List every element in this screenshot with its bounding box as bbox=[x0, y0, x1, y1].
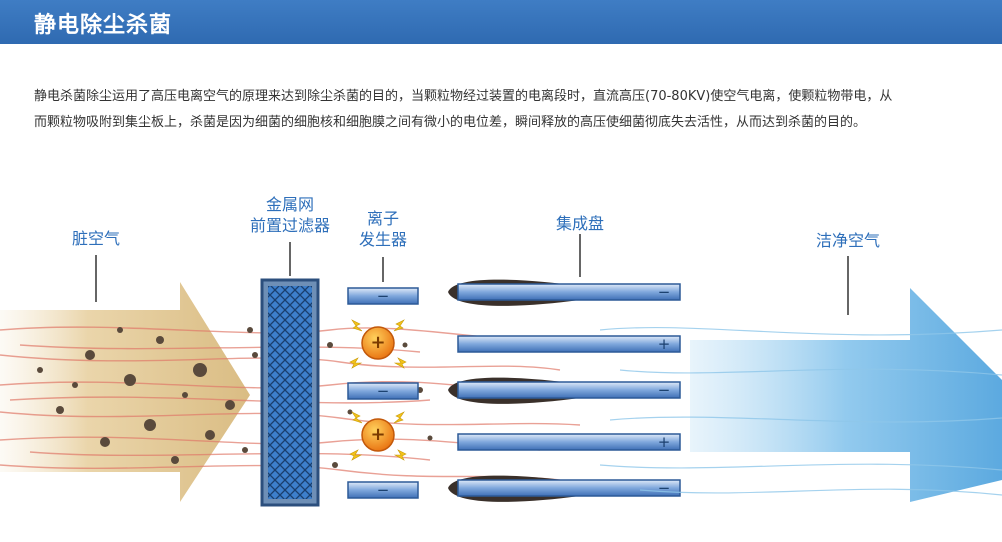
label-ion-generator-line-2: 发生器 bbox=[358, 230, 407, 249]
ion-lower-charge: + bbox=[370, 424, 386, 445]
label-metal-filter-line-2: 前置过滤器 bbox=[249, 216, 330, 235]
collector-plate-4-sign: + bbox=[657, 433, 671, 451]
collector-plate-5-sign: − bbox=[657, 479, 671, 497]
description: 静电杀菌除尘运用了高压电离空气的原理来达到除尘杀菌的目的，当颗粒物经过装置的电离… bbox=[34, 84, 984, 136]
page-title: 静电除尘杀菌 bbox=[34, 13, 173, 38]
collector-plates bbox=[448, 279, 681, 502]
label-collector: 集成盘 bbox=[555, 214, 604, 233]
diagram-illustration bbox=[0, 234, 1002, 507]
metal-mesh-filter bbox=[260, 278, 320, 507]
ion-upper-charge: + bbox=[370, 332, 386, 353]
leader-lines bbox=[95, 234, 849, 315]
ion-plate-3-sign: − bbox=[376, 481, 390, 499]
header-bar: 静电除尘杀菌 bbox=[0, 0, 1002, 44]
label-ion-generator: 离子 发生器 bbox=[348, 208, 418, 250]
collector-plate-3-sign: − bbox=[657, 381, 671, 399]
ion-generator bbox=[347, 287, 419, 499]
dust-particles bbox=[37, 327, 433, 468]
label-metal-filter: 金属网 前置过滤器 bbox=[240, 194, 340, 236]
description-line-1: 静电杀菌除尘运用了高压电离空气的原理来达到除尘杀菌的目的，当颗粒物经过装置的电离… bbox=[34, 89, 893, 104]
label-clean-air: 洁净空气 bbox=[815, 231, 880, 250]
label-ion-generator-line-1: 离子 bbox=[366, 209, 399, 228]
ion-plate-1-sign: − bbox=[376, 287, 390, 305]
dirty-air-arrow bbox=[0, 282, 250, 502]
purifier-diagram: − − − + + − + − + − 脏空气 金属网 前置过滤器 离子 发生器… bbox=[0, 180, 1002, 538]
description-line-2: 而颗粒物吸附到集尘板上，杀菌是因为细菌的细胞核和细胞膜之间有微小的电位差，瞬间释… bbox=[34, 115, 867, 130]
label-metal-filter-line-1: 金属网 bbox=[265, 195, 314, 214]
label-dirty-air: 脏空气 bbox=[71, 229, 120, 248]
collector-plate-2-sign: + bbox=[657, 335, 671, 353]
ion-plate-2-sign: − bbox=[376, 382, 390, 400]
clean-air-arrow bbox=[599, 288, 1002, 502]
collector-plate-1-sign: − bbox=[657, 283, 671, 301]
